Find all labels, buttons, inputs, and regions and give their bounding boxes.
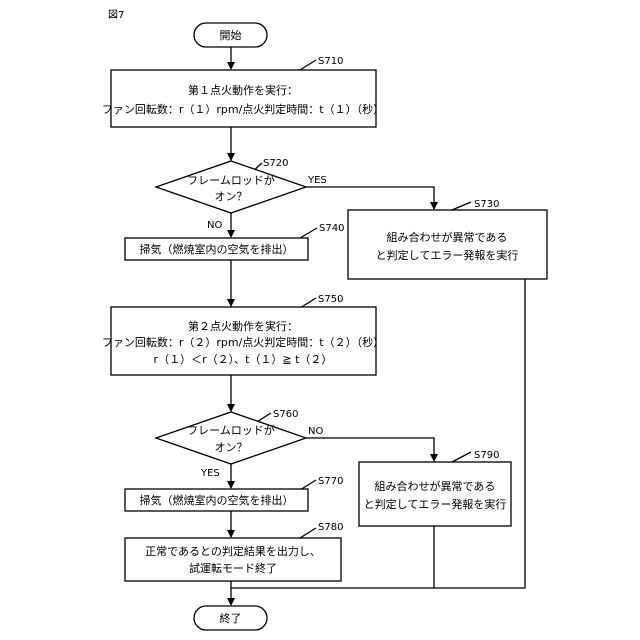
end-label: 終了 [220,611,242,625]
s780-line2: 試運転モード終了 [189,561,277,575]
s760-yes-label: YES [200,468,220,479]
s750-line3: r（１）＜r（２）、t（１）≧ t（２） [154,353,333,366]
start-label: 開始 [220,28,242,42]
step-id-s730: S730 [474,199,499,210]
process-box-s710 [111,70,376,127]
s730-line2: と判定してエラー発報を実行 [376,248,519,262]
step-id-s750: S750 [318,294,343,305]
s720-no-label: NO [207,220,222,231]
s760-line1: フレームロッドが [187,423,275,437]
s790-line1: 組み合わせが異常である [375,479,496,493]
s760-line2: オン？ [215,441,248,454]
s740-line1: 掃気（燃焼室内の空気を排出） [140,242,294,256]
step-id-s760: S760 [273,409,298,420]
step-id-s780: S780 [318,522,343,533]
s710-line1: 第１点火動作を実行： [188,83,298,97]
step-id-s790: S790 [474,450,499,461]
leader-s790 [452,452,471,462]
s730-line1: 組み合わせが異常である [387,230,508,244]
s720-line1: フレームロッドが [187,173,275,187]
s750-line2: ファン回転数：r（２）rpm/点火判定時間：t（２）（秒） [102,335,384,349]
s750-line1: 第２点火動作を実行： [188,319,298,333]
process-box-s790 [359,462,511,526]
s790-line2: と判定してエラー発報を実行 [364,497,507,511]
leader-s780 [300,528,316,538]
connector-s720-yes-s730 [306,187,434,209]
leader-s730 [452,202,471,210]
leader-s740 [300,228,317,238]
s720-line2: オン？ [215,190,248,203]
connector-s760-no-s790 [306,438,434,461]
step-id-s770: S770 [318,476,343,487]
s780-line1: 正常であるとの判定結果を出力し、 [145,544,321,558]
s710-line2: ファン回転数：r（１）rpm/点火判定時間：t（１）（秒） [102,102,384,116]
s760-no-label: NO [308,426,323,437]
step-id-s740: S740 [319,223,344,234]
leader-s710 [300,60,316,70]
process-box-s730 [348,210,547,279]
s720-yes-label: YES [307,175,327,186]
step-id-s710: S710 [318,56,343,67]
s770-line1: 掃気（燃焼室内の空気を排出） [140,493,294,507]
step-id-s720: S720 [263,158,288,169]
figure-label: 図7 [108,9,124,21]
